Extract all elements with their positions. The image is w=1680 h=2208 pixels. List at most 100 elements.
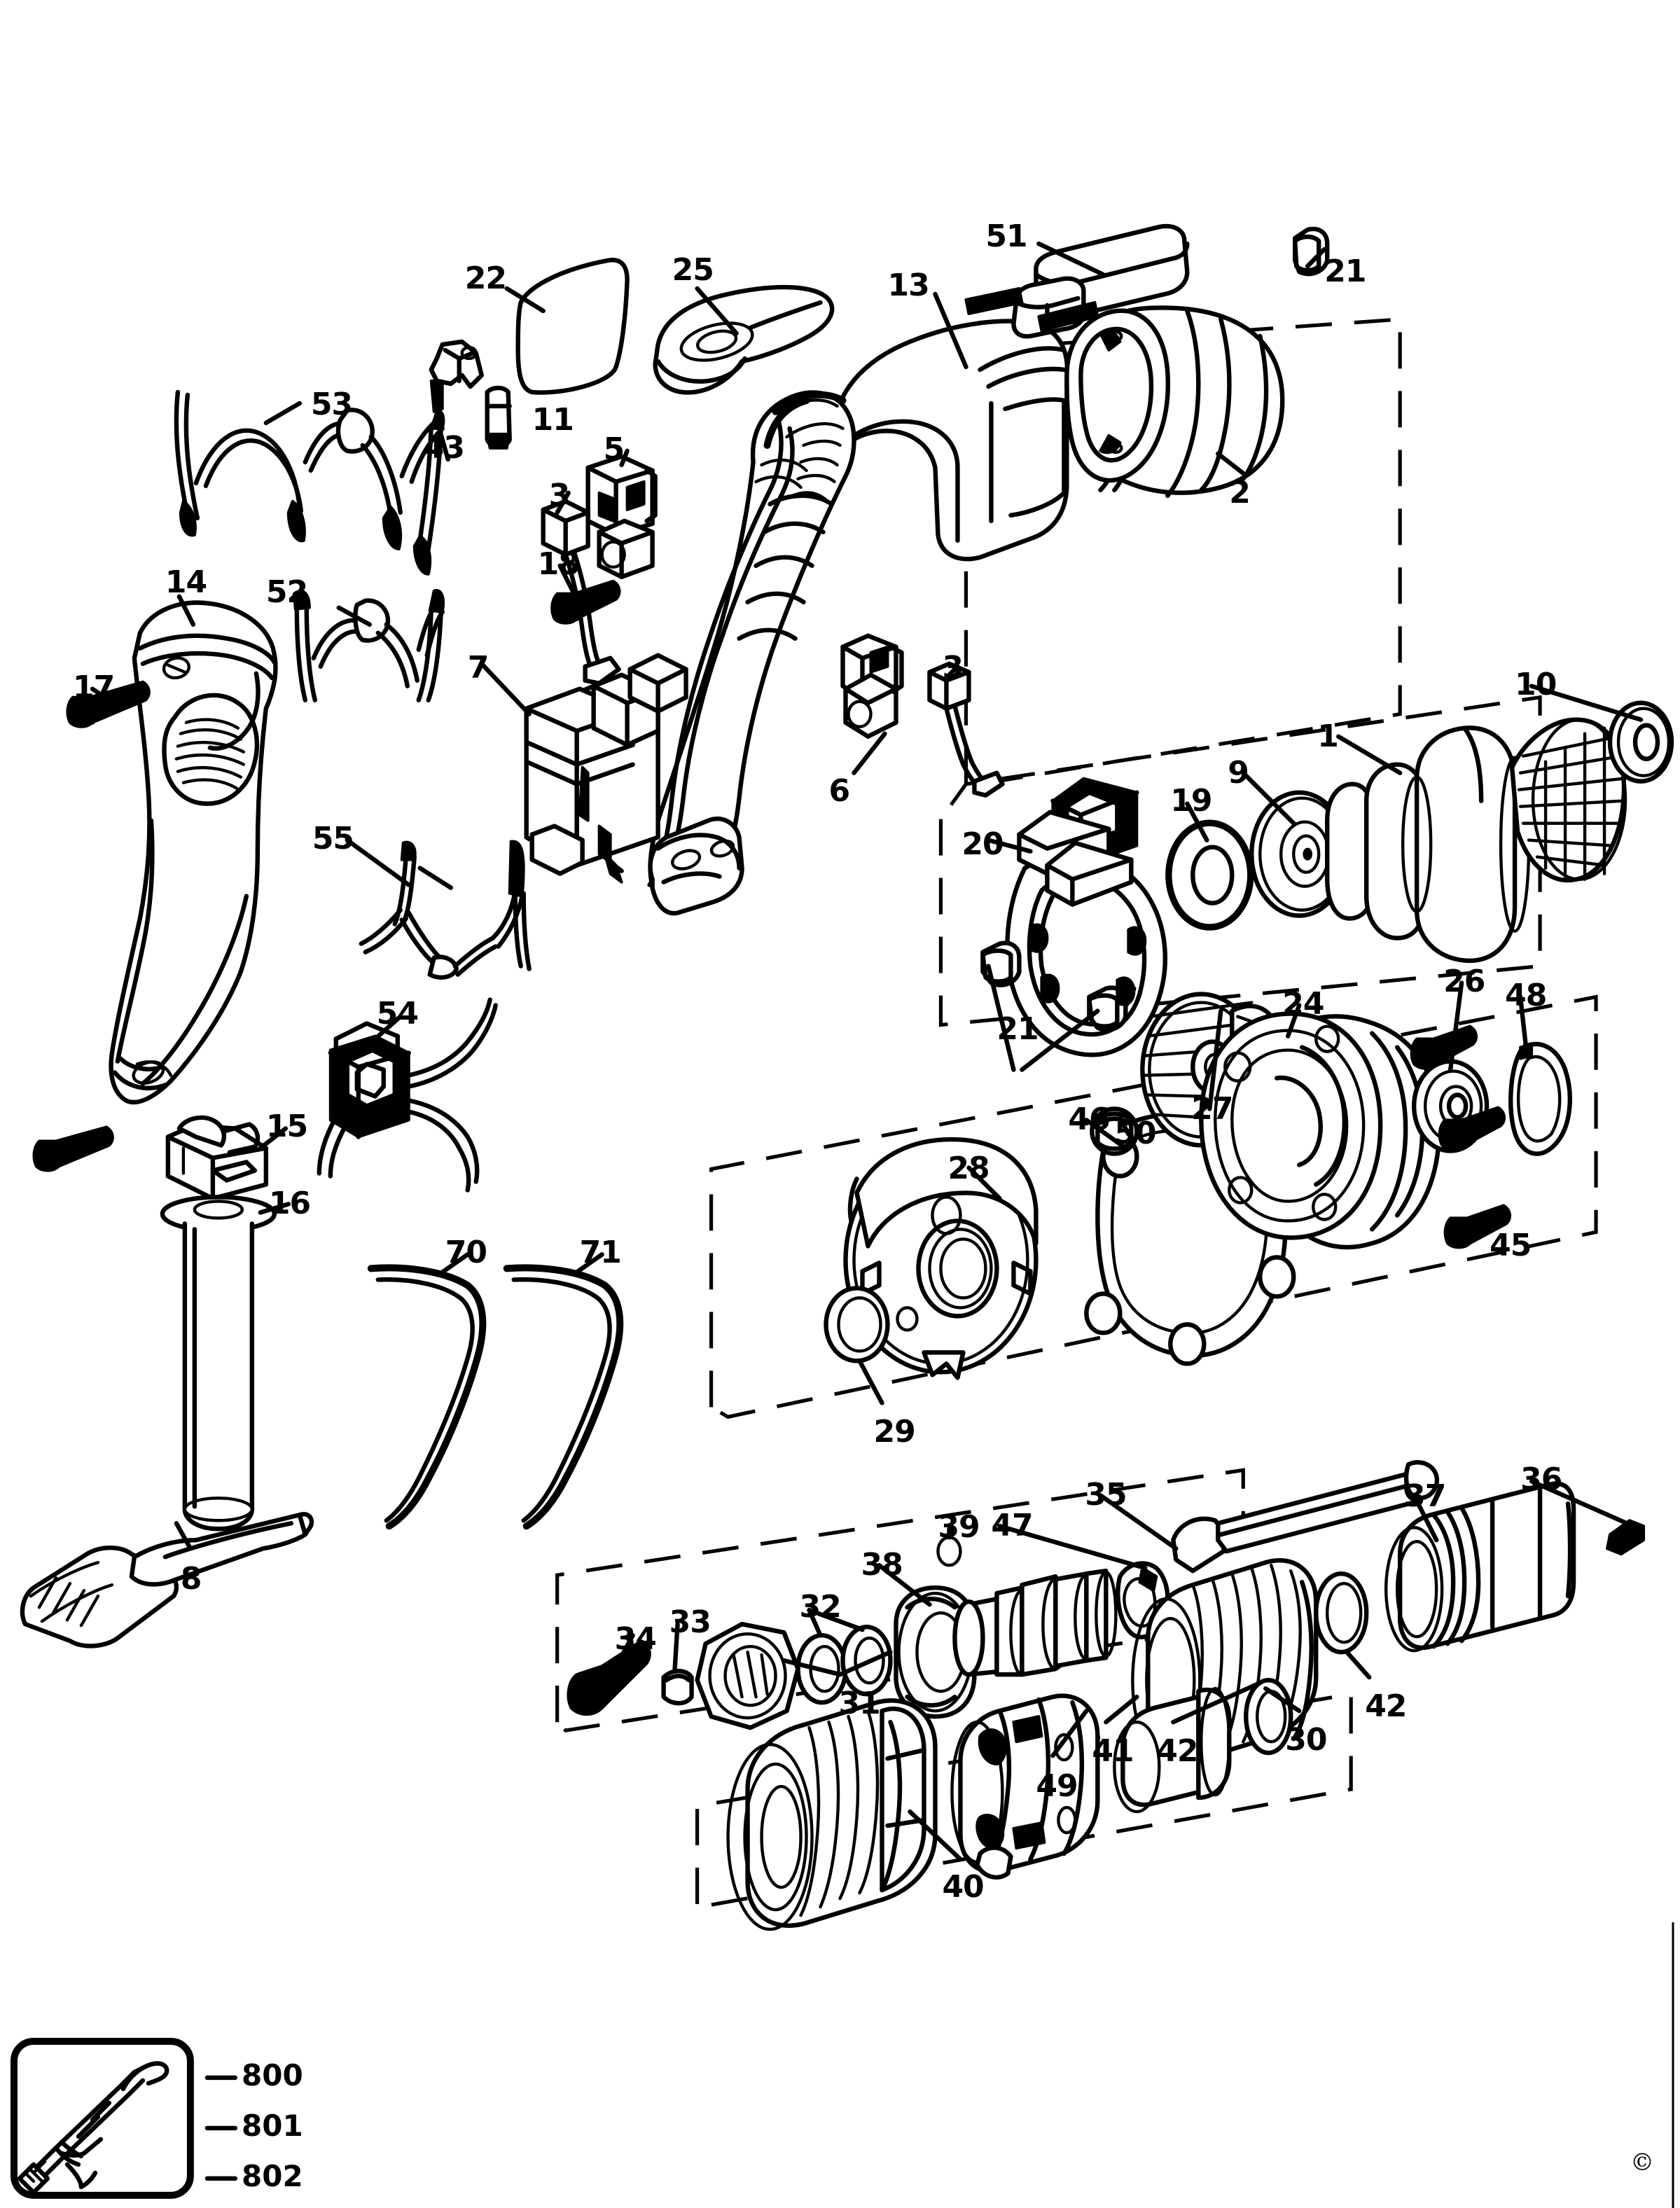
- callout-34: 34: [614, 1621, 657, 1658]
- callout-6: 6: [828, 772, 851, 809]
- switch-assembly-7: [524, 653, 688, 884]
- callout-9: 9: [1228, 754, 1249, 791]
- gear-case-24: [1199, 1011, 1442, 1250]
- vent-slots: [174, 718, 246, 790]
- legend-label-802: 802: [242, 2159, 303, 2193]
- wire-form-70: [367, 1264, 487, 1530]
- handle-screw-lower: [32, 1125, 114, 1172]
- callout-42-right: 42: [1365, 1688, 1407, 1725]
- armature-1: [1325, 717, 1627, 964]
- callout-35: 35: [1085, 1477, 1127, 1513]
- callout-5: 5: [603, 431, 625, 467]
- legend-box: [10, 2037, 238, 2199]
- callout-54: 54: [376, 995, 419, 1032]
- bushing-21-top: [1293, 226, 1330, 277]
- bearing-outer-10: [1607, 700, 1674, 784]
- capacitor-51: [964, 223, 1190, 339]
- callout-52: 52: [265, 574, 308, 610]
- callout-26: 26: [1443, 963, 1485, 999]
- spindle-35: [1171, 1459, 1440, 1574]
- callout-43: 43: [422, 429, 465, 466]
- handle-rod-16: [160, 1195, 277, 1532]
- handle-screw-17: [66, 680, 151, 728]
- copyright-mark: ©: [1630, 2148, 1654, 2176]
- pin-11: [485, 385, 512, 450]
- terminal-connector-5: [585, 454, 658, 580]
- callout-20: 20: [962, 826, 1004, 862]
- callout-8: 8: [180, 1561, 202, 1597]
- callout-41: 41: [1092, 1733, 1134, 1770]
- wire-lead-53: [174, 389, 445, 576]
- switch-module-54: [317, 997, 498, 1193]
- callout-10: 10: [1515, 666, 1557, 702]
- terminal-block-3-left: [541, 499, 621, 686]
- callout-36: 36: [1520, 1461, 1562, 1498]
- motor-housing-13: [647, 319, 1070, 916]
- callout-1: 1: [1317, 718, 1339, 754]
- key-36: [1606, 1519, 1646, 1556]
- callout-53: 53: [310, 386, 353, 422]
- callout-22: 22: [464, 260, 507, 296]
- callout-48: 48: [1505, 977, 1547, 1013]
- callout-7: 7: [467, 649, 490, 686]
- field-stator-2: [1064, 305, 1285, 499]
- callout-47: 47: [991, 1508, 1033, 1544]
- callout-45: 45: [1490, 1228, 1532, 1264]
- gear-case-cover-28: [824, 1137, 1039, 1380]
- callout-30: 30: [1285, 1722, 1327, 1758]
- sleeve-37: [1384, 1481, 1576, 1653]
- callout-18: 18: [537, 546, 580, 582]
- nameplate-22: [515, 258, 630, 395]
- callout-42-lower: 42: [1156, 1733, 1198, 1770]
- callout-25: 25: [672, 251, 714, 288]
- callout-46: 46: [1068, 1102, 1110, 1138]
- callout-27: 27: [1191, 1090, 1233, 1127]
- callout-2: 2: [1229, 474, 1251, 511]
- callout-50: 50: [1114, 1116, 1156, 1152]
- side-handle-14: [109, 600, 278, 1105]
- callout-14: 14: [165, 564, 207, 600]
- callout-37: 37: [1404, 1478, 1446, 1515]
- callout-21-mid: 21: [997, 1011, 1039, 1047]
- legend-tool-icon: [17, 2061, 169, 2195]
- callout-13: 13: [887, 267, 929, 303]
- callout-17: 17: [72, 669, 115, 705]
- callout-19: 19: [1170, 782, 1212, 819]
- lever-bracket-43: [429, 339, 484, 462]
- callout-3-left: 3: [548, 477, 571, 513]
- callout-11: 11: [532, 401, 574, 438]
- top-cover-25: [653, 284, 835, 395]
- callout-29: 29: [873, 1414, 915, 1450]
- pinion-shaft-38: [894, 1569, 1118, 1719]
- callout-15: 15: [265, 1109, 308, 1145]
- callout-31: 31: [838, 1686, 881, 1722]
- callout-51: 51: [985, 218, 1027, 254]
- callout-55: 55: [312, 820, 354, 856]
- callout-49: 49: [1036, 1768, 1078, 1805]
- callout-70: 70: [445, 1235, 487, 1271]
- leader-lines: [90, 241, 1644, 1862]
- wire-form-71: [503, 1264, 624, 1530]
- wire-lead-55: [359, 840, 532, 980]
- screws-45: [1410, 1025, 1511, 1249]
- pin-33: [661, 1668, 694, 1706]
- chuck-body-40: [726, 1698, 938, 1931]
- screw-18: [550, 579, 621, 625]
- callout-16: 16: [268, 1186, 311, 1222]
- callout-32: 32: [799, 1589, 842, 1625]
- callout-38: 38: [861, 1547, 903, 1583]
- power-cord-8: [20, 1512, 314, 1648]
- brush-holder-ring-20: [980, 777, 1167, 1072]
- terminal-block-3-right: [927, 661, 1005, 798]
- callout-71: 71: [579, 1235, 622, 1271]
- retaining-ring-48: [1508, 1041, 1573, 1156]
- callout-24: 24: [1282, 985, 1324, 1022]
- callout-39: 39: [938, 1509, 980, 1546]
- callout-28: 28: [947, 1151, 990, 1187]
- spindle-sleeve-41: [1113, 1686, 1232, 1814]
- bushing-50: [1090, 1106, 1139, 1156]
- legend-label-801: 801: [242, 2109, 303, 2143]
- chuck-body-knurl: [799, 1709, 880, 1917]
- nut-31: [695, 1621, 800, 1730]
